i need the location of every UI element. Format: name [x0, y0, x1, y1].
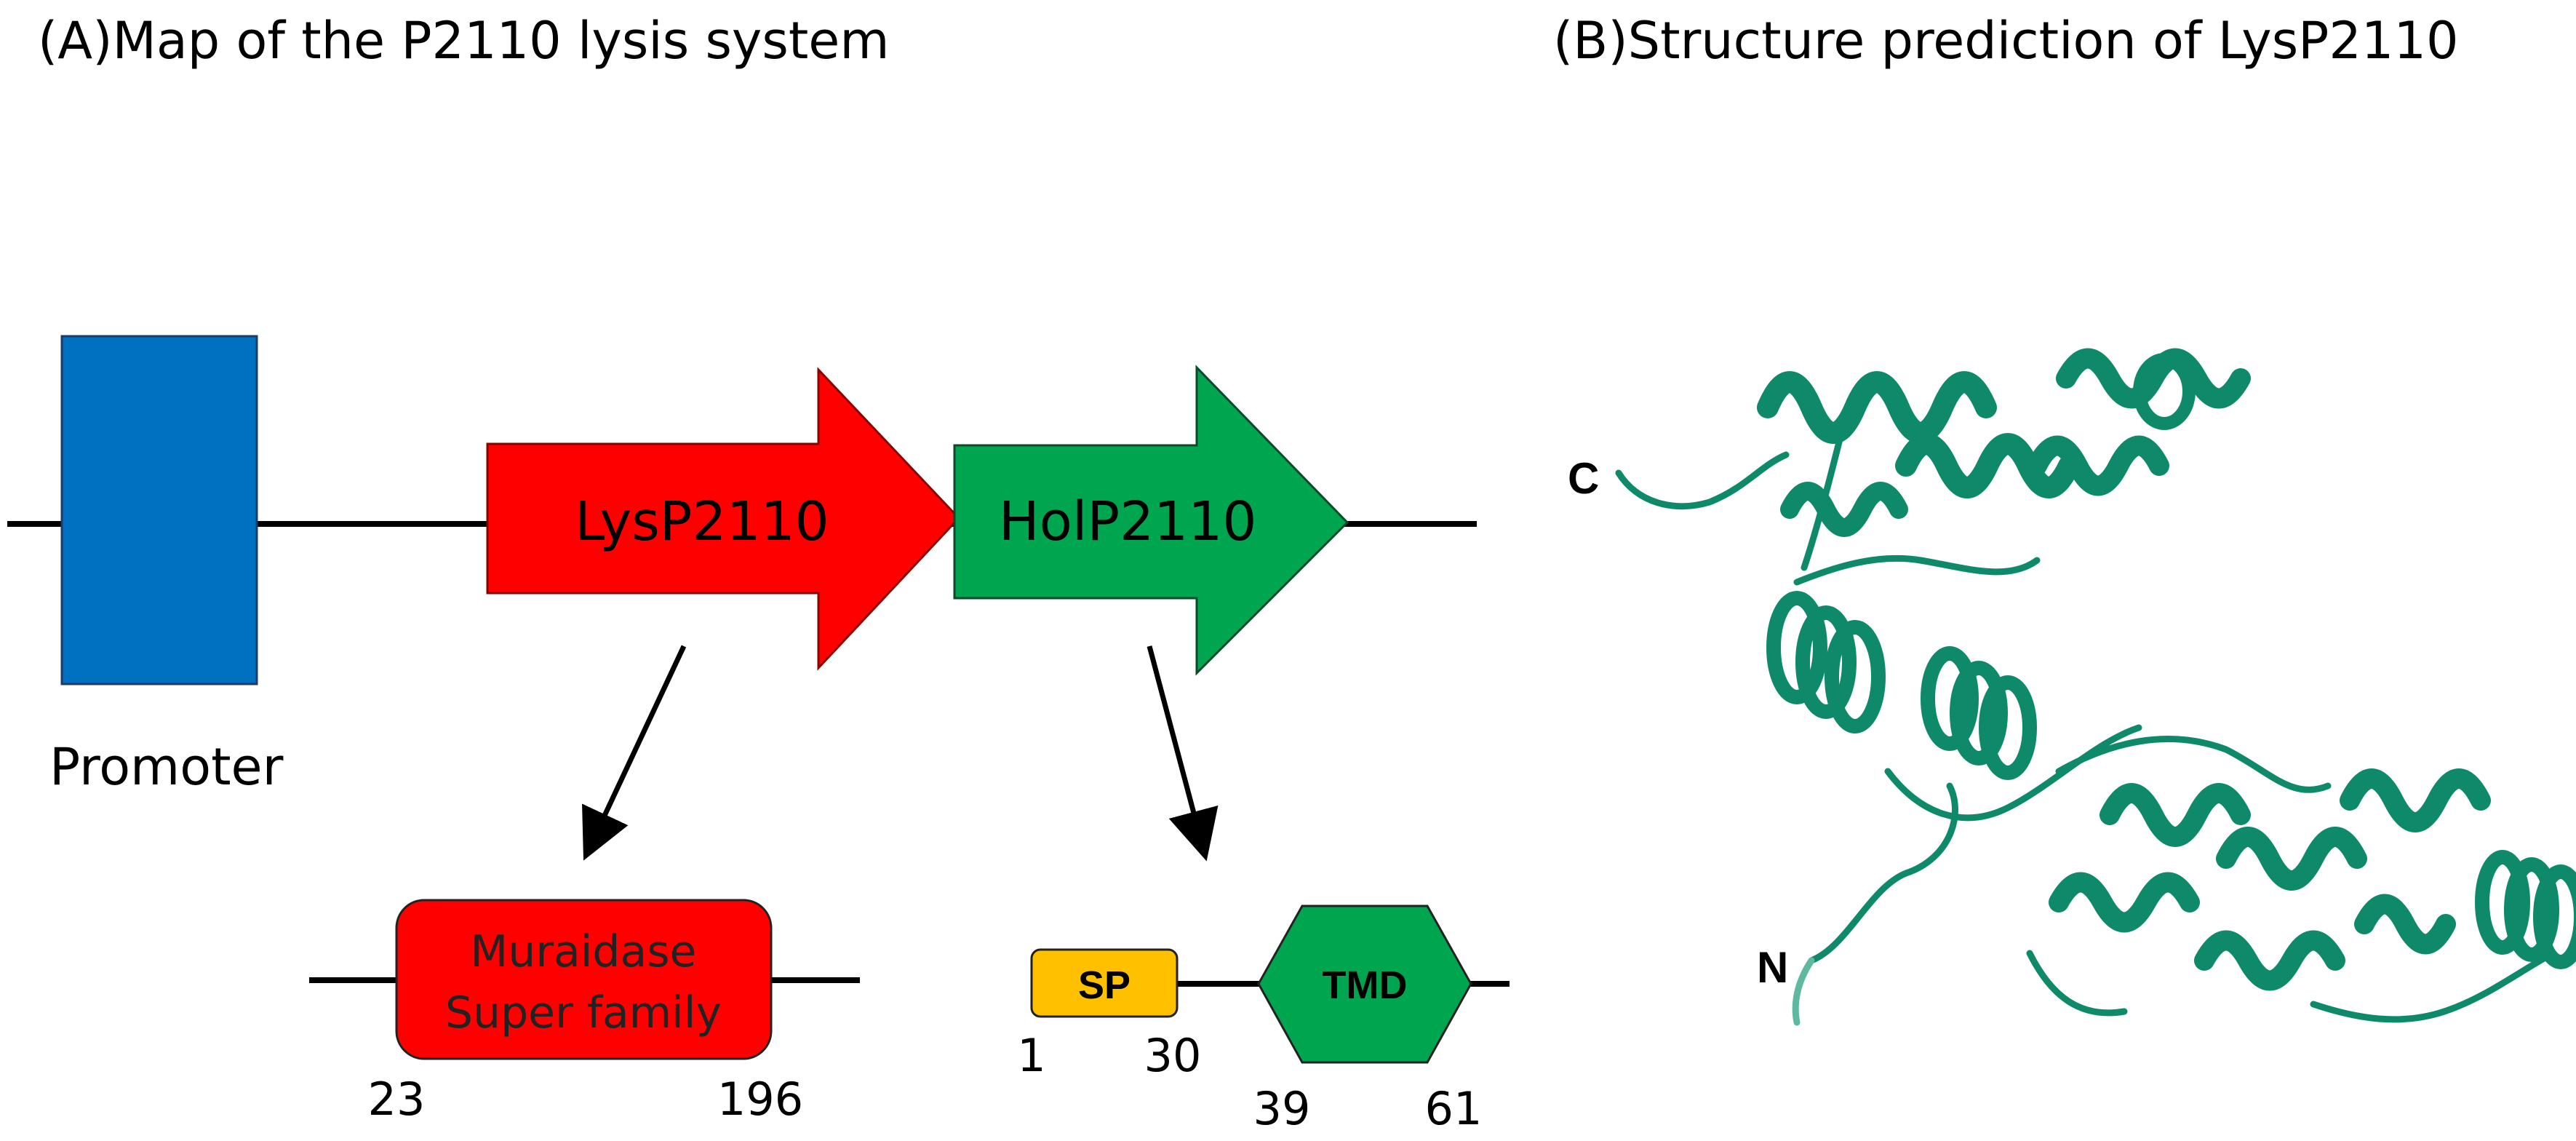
lys-pointer-arrow [582, 645, 687, 861]
c-terminus-label: C [1568, 454, 1599, 503]
hol-gene-label: HolP2110 [999, 490, 1256, 553]
hol-pointer-arrow [1147, 645, 1219, 862]
tmd-start: 39 [1253, 1082, 1311, 1135]
hol-gene-arrow [953, 365, 1349, 676]
promoter-box [60, 335, 258, 685]
muraidase-label-line2: Super family [445, 987, 722, 1038]
promoter-label: Promoter [49, 737, 284, 797]
sp-end: 30 [1144, 1029, 1202, 1082]
panel-a-title: (A)Map of the P2110 lysis system [38, 11, 890, 71]
lys-gene-label: LysP2110 [575, 490, 829, 553]
tmd-end: 61 [1425, 1082, 1483, 1135]
sp-domain [1030, 948, 1179, 1018]
n-terminus-label: N [1757, 943, 1788, 992]
panel-b-title: (B)Structure prediction of LysP2110 [1553, 11, 2459, 71]
lys-domain-end: 196 [717, 1073, 803, 1126]
tmd-label: TMD [1323, 963, 1408, 1007]
sp-start: 1 [1017, 1029, 1045, 1082]
lys-domain-start: 23 [368, 1073, 426, 1126]
muraidase-domain [395, 899, 773, 1060]
tmd-domain [1257, 905, 1472, 1064]
sp-label: SP [1078, 963, 1131, 1007]
lys-gene-arrow [486, 367, 961, 671]
muraidase-label-line1: Muraidase [471, 926, 697, 977]
protein-structure-ribbon [1615, 348, 2576, 1026]
